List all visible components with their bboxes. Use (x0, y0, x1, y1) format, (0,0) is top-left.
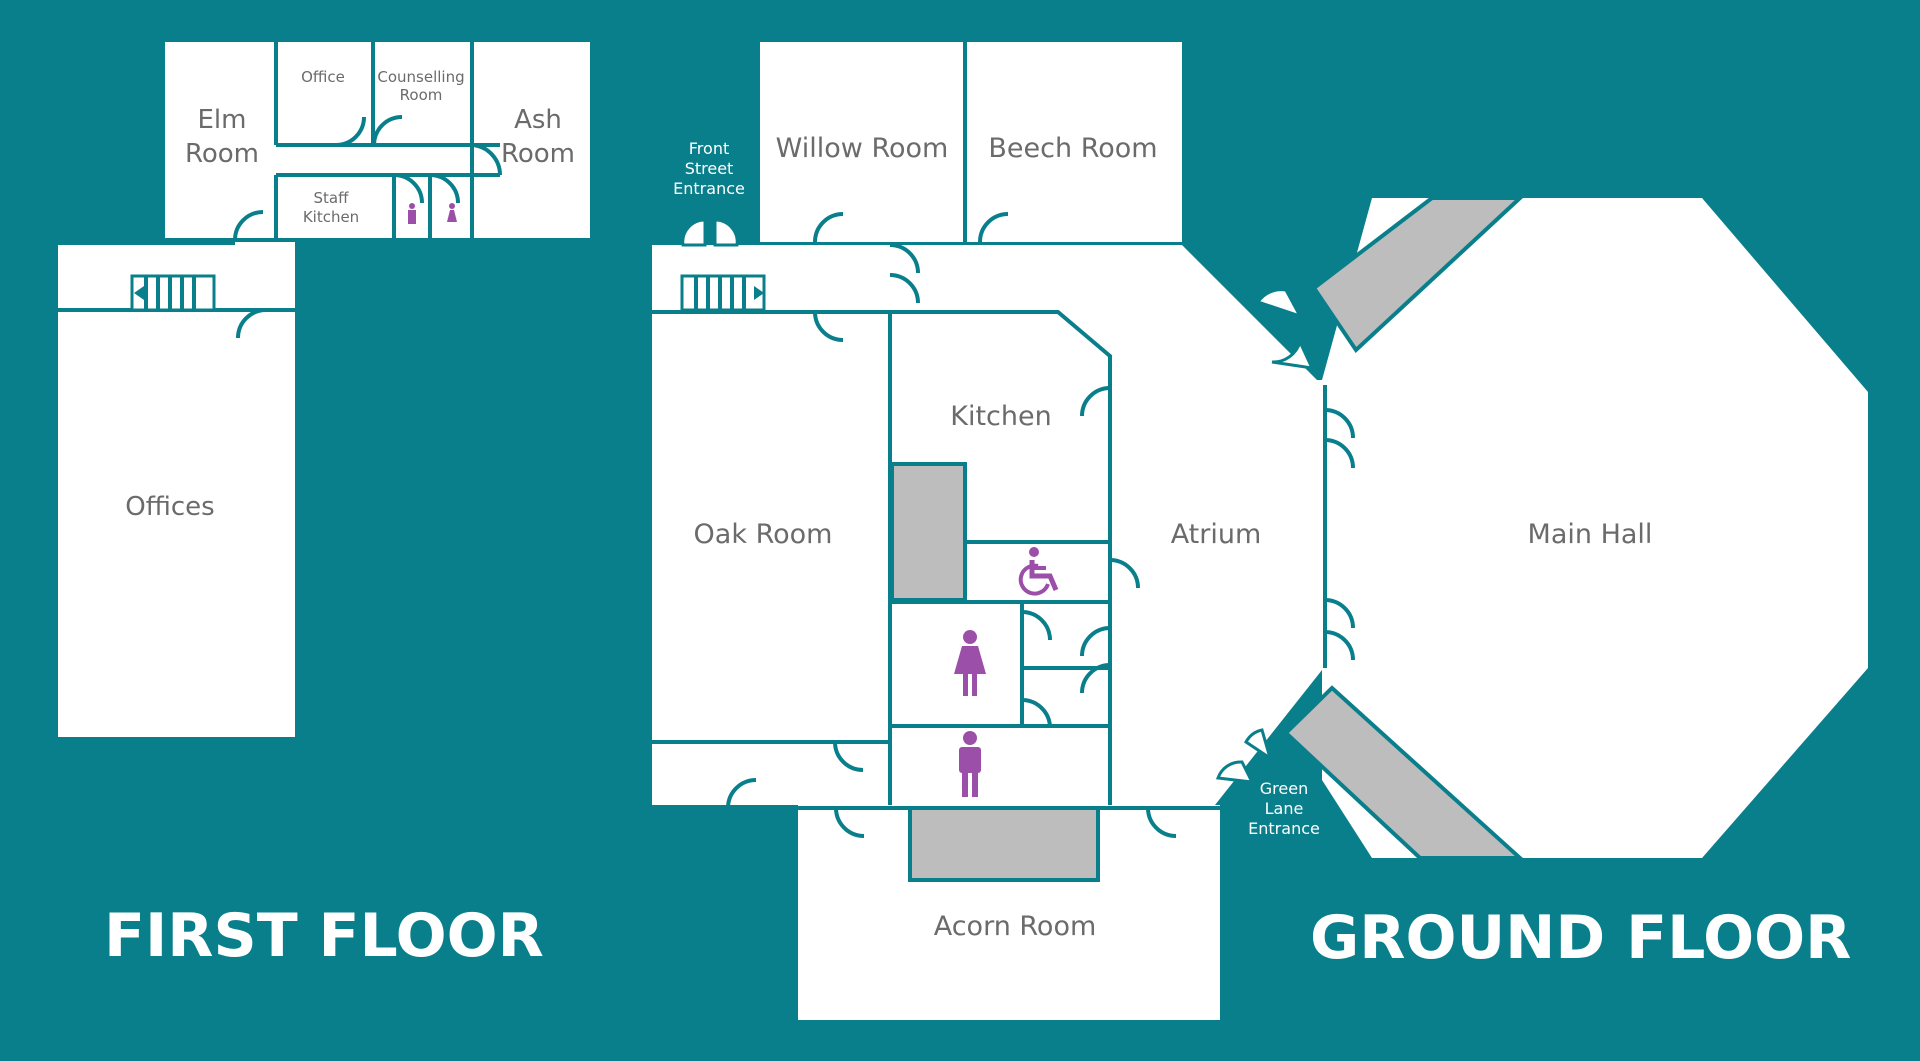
green-lane-entrance-label-2: Lane (1265, 799, 1304, 818)
staff-kitchen-label: Staff (314, 189, 350, 207)
female-toilet-icon (447, 203, 457, 222)
stairs-icon (680, 274, 766, 312)
counselling-room-label: Counselling (377, 68, 464, 86)
ground-floor: Willow Room Beech Room Kitchen Oak Room … (652, 42, 1868, 1020)
elm-room-label: Elm (198, 105, 247, 135)
front-street-entrance-label-3: Entrance (673, 179, 745, 198)
first-floor: Elm Room Office Counselling Room Ash Roo… (58, 42, 590, 971)
first-floor-title: FIRST FLOOR (104, 901, 544, 971)
front-street-entrance-label: Front (689, 139, 729, 158)
offices-label: Offices (125, 492, 214, 522)
office-label: Office (301, 68, 345, 86)
ash-room-label-2: Room (501, 139, 575, 169)
acorn-room-label: Acorn Room (934, 911, 1097, 942)
male-toilet-icon (959, 731, 981, 797)
stairs-icon (130, 274, 216, 312)
beech-room-label: Beech Room (988, 133, 1157, 164)
female-toilet-icon (954, 630, 986, 696)
ash-room-label: Ash (514, 105, 562, 135)
accessible-toilet-icon (1018, 547, 1059, 596)
staff-kitchen-label-2: Kitchen (303, 208, 359, 226)
green-lane-entrance-label-3: Entrance (1248, 819, 1320, 838)
front-street-entrance-label-2: Street (685, 159, 734, 178)
oak-room-label: Oak Room (694, 519, 833, 550)
atrium-label: Atrium (1171, 519, 1262, 550)
green-lane-entrance-label: Green (1260, 779, 1308, 798)
willow-room-label: Willow Room (776, 133, 949, 164)
elm-room-label-2: Room (185, 139, 259, 169)
counselling-room-label-2: Room (400, 86, 443, 104)
male-toilet-icon (408, 203, 416, 224)
kitchen-label: Kitchen (950, 401, 1051, 432)
main-hall-label: Main Hall (1528, 519, 1653, 550)
ground-floor-title: GROUND FLOOR (1310, 903, 1851, 973)
